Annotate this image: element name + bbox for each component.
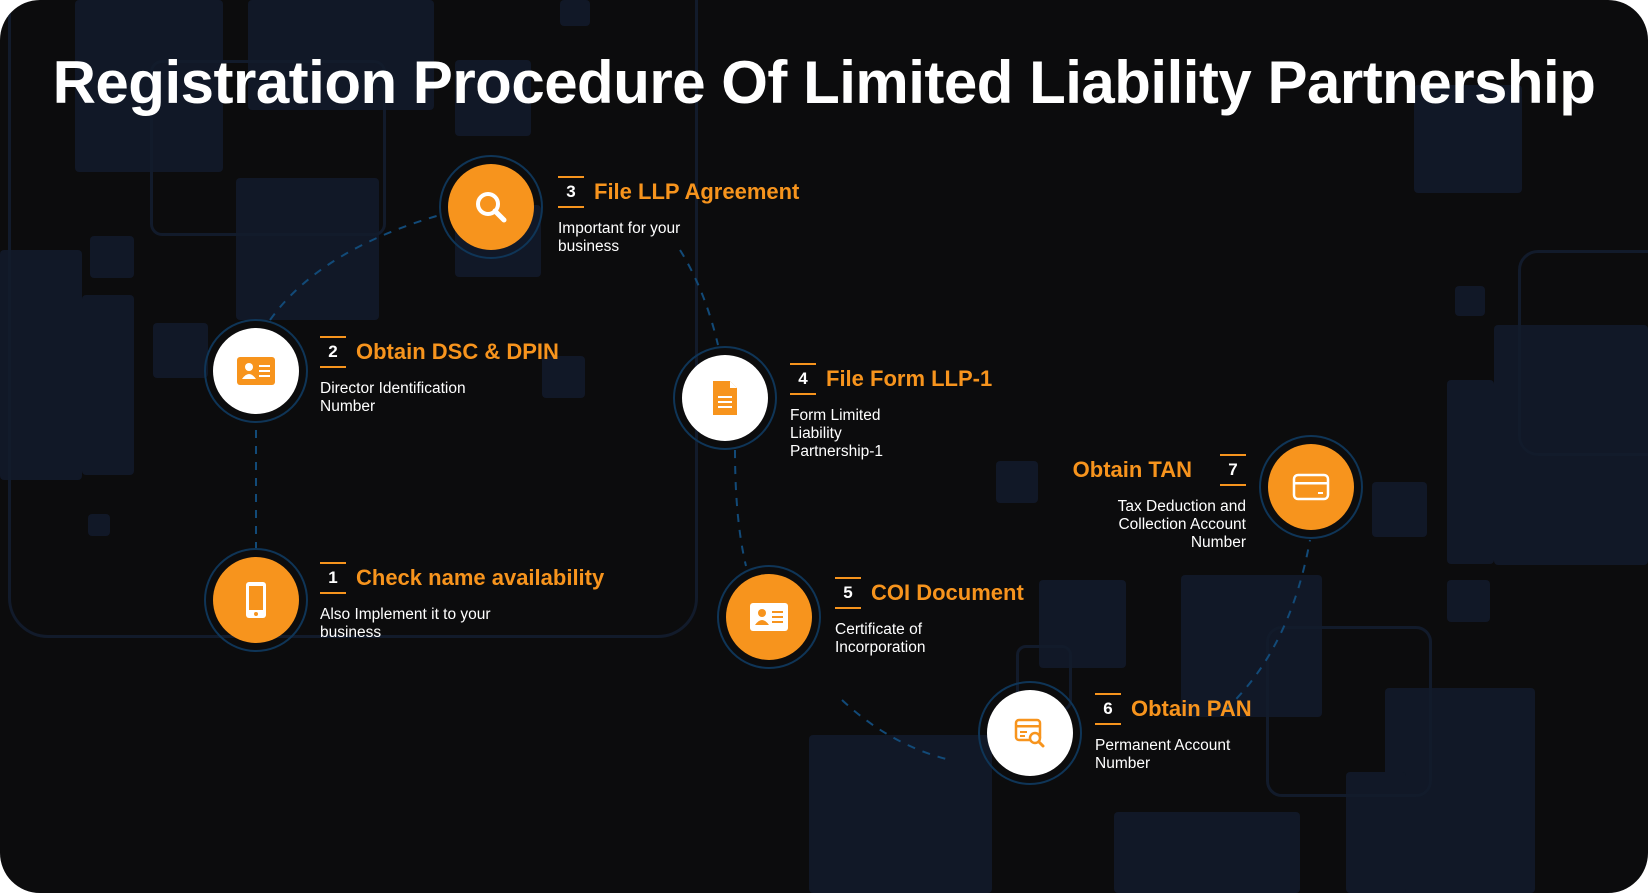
step-7: Obtain TAN 7 Tax Deduction and Collection… bbox=[1073, 454, 1246, 552]
step-number: 6 bbox=[1095, 693, 1121, 725]
step-title: Obtain PAN bbox=[1131, 696, 1252, 721]
step-5: 5 COI Document Certificate of Incorporati… bbox=[835, 577, 1024, 657]
step-4-node bbox=[673, 346, 777, 450]
search-icon bbox=[476, 192, 507, 223]
step-title: File LLP Agreement bbox=[594, 179, 800, 204]
step-3: 3 File LLP Agreement Important for your b… bbox=[558, 176, 799, 256]
step-title: COI Document bbox=[871, 580, 1024, 605]
step-description: Also Implement it to your business bbox=[320, 606, 491, 641]
step-2: 2 Obtain DSC & DPIN Director Identificati… bbox=[320, 336, 559, 416]
step-6: 6 Obtain PAN Permanent Account Number bbox=[1095, 693, 1252, 773]
step-description: Tax Deduction and Collection Account Num… bbox=[1117, 498, 1246, 551]
step-number: 3 bbox=[558, 176, 584, 208]
connector-2-3 bbox=[269, 214, 441, 321]
connector-4-5 bbox=[734, 449, 747, 567]
step-description: Form Limited Liability Partnership-1 bbox=[790, 407, 884, 460]
step-title: Check name availability bbox=[356, 565, 605, 590]
step-number: 1 bbox=[320, 562, 346, 594]
step-number: 5 bbox=[835, 577, 861, 609]
step-1: 1 Check name availability Also Implement … bbox=[320, 562, 604, 642]
id-card-icon bbox=[750, 603, 788, 631]
step-6-node bbox=[978, 681, 1082, 785]
credit-card-icon bbox=[1292, 473, 1330, 501]
step-number: 7 bbox=[1220, 454, 1246, 486]
id-card-icon bbox=[237, 357, 275, 385]
step-title: Obtain DSC & DPIN bbox=[356, 339, 559, 364]
step-1-node bbox=[204, 548, 308, 652]
step-4: 4 File Form LLP-1 Form Limited Liability … bbox=[790, 363, 992, 461]
step-3-node bbox=[439, 155, 543, 259]
step-7-node bbox=[1259, 435, 1363, 539]
connector-6-7 bbox=[1224, 539, 1311, 711]
step-title: Obtain TAN bbox=[1072, 457, 1192, 482]
step-2-node bbox=[204, 319, 308, 423]
step-title: File Form LLP-1 bbox=[826, 366, 993, 391]
connector-3-4 bbox=[679, 249, 719, 346]
page-title: Registration Procedure Of Limited Liabil… bbox=[52, 49, 1596, 116]
step-description: Important for your business bbox=[558, 220, 681, 255]
step-description: Permanent Account Number bbox=[1095, 737, 1231, 772]
document-icon bbox=[713, 381, 737, 415]
phone-icon bbox=[246, 582, 266, 618]
step-5-node bbox=[717, 565, 821, 669]
step-number: 4 bbox=[790, 363, 816, 395]
step-description: Director Identification Number bbox=[320, 380, 466, 415]
document-search-icon bbox=[1014, 718, 1045, 748]
step-number: 2 bbox=[320, 336, 346, 368]
connector-5-6 bbox=[841, 699, 951, 761]
step-description: Certificate of Incorporation bbox=[835, 621, 926, 656]
